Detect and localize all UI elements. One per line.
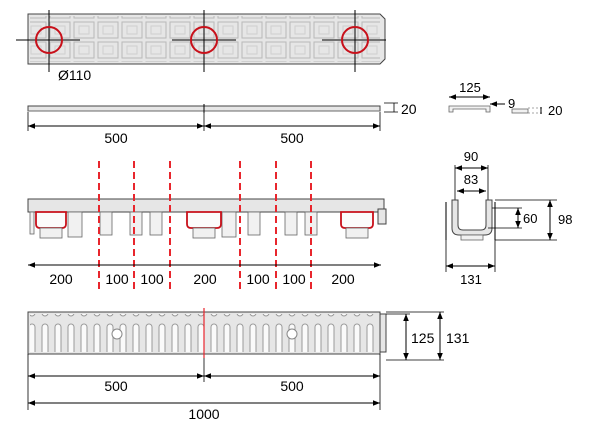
inner-depth-label: 60 (523, 211, 537, 226)
grate-thickness-dimension (384, 102, 398, 113)
outlet-hole-right (322, 10, 386, 72)
channel-outlet-center (186, 211, 222, 229)
grate-rebate-label: 9 (508, 96, 515, 111)
channel-segment-label: 100 (105, 271, 129, 287)
inner-bottom-width-label: 83 (464, 172, 478, 187)
grate-thickness-label: 20 (401, 101, 417, 117)
grate-section-shape (448, 105, 491, 113)
plan-view: 125 131 500 500 1000 (27, 308, 470, 422)
grate-segment-right-label: 500 (280, 130, 304, 146)
total-height-label: 98 (558, 212, 572, 227)
grate-section: 125 9 20 (448, 80, 562, 118)
grate-plan-end (379, 313, 387, 353)
plan-total-length-label: 1000 (188, 406, 219, 422)
channel-segment-label: 200 (49, 271, 73, 287)
channel-section-shape (451, 199, 493, 236)
channel-outlet-left (35, 211, 67, 229)
plan-segment-left-label: 500 (104, 378, 128, 394)
channel-segment-label: 100 (282, 271, 306, 287)
plan-segment-right-label: 500 (280, 378, 304, 394)
channel-segment-label: 200 (331, 271, 355, 287)
inner-top-width-label: 90 (464, 149, 478, 164)
channel-side-body (27, 198, 385, 213)
grate-width-label: 125 (459, 80, 481, 95)
hole-diameter-label: Ø110 (58, 67, 91, 83)
channel-plan-width-label: 131 (446, 330, 470, 346)
channel-top-pattern (30, 16, 380, 62)
grate-segment-left-label: 500 (104, 130, 128, 146)
channel-segment-label: 100 (140, 271, 164, 287)
grate-rebate-shape (511, 108, 529, 114)
outlet-hole-left (16, 10, 80, 72)
channel-section: 90 83 60 98 131 (445, 149, 572, 287)
channel-segment-label: 200 (193, 271, 217, 287)
total-width-label: 131 (460, 272, 482, 287)
channel-side-view: 200 100 100 200 100 100 200 (27, 161, 387, 290)
channel-side-ribs (29, 211, 318, 238)
outlet-hole-center (172, 10, 236, 72)
channel-segment-labels: 200 100 100 200 100 100 200 (49, 271, 355, 287)
channel-outlet-profiles (35, 211, 374, 239)
grate-plan-width-label: 125 (411, 330, 435, 346)
grate-section-thickness-label: 20 (548, 103, 562, 118)
channel-segment-label: 100 (246, 271, 270, 287)
top-view: Ø110 (16, 10, 386, 83)
channel-outlet-right (340, 211, 374, 229)
channel-end-connector (377, 208, 387, 225)
grate-side-view: 20 500 500 (27, 101, 417, 146)
